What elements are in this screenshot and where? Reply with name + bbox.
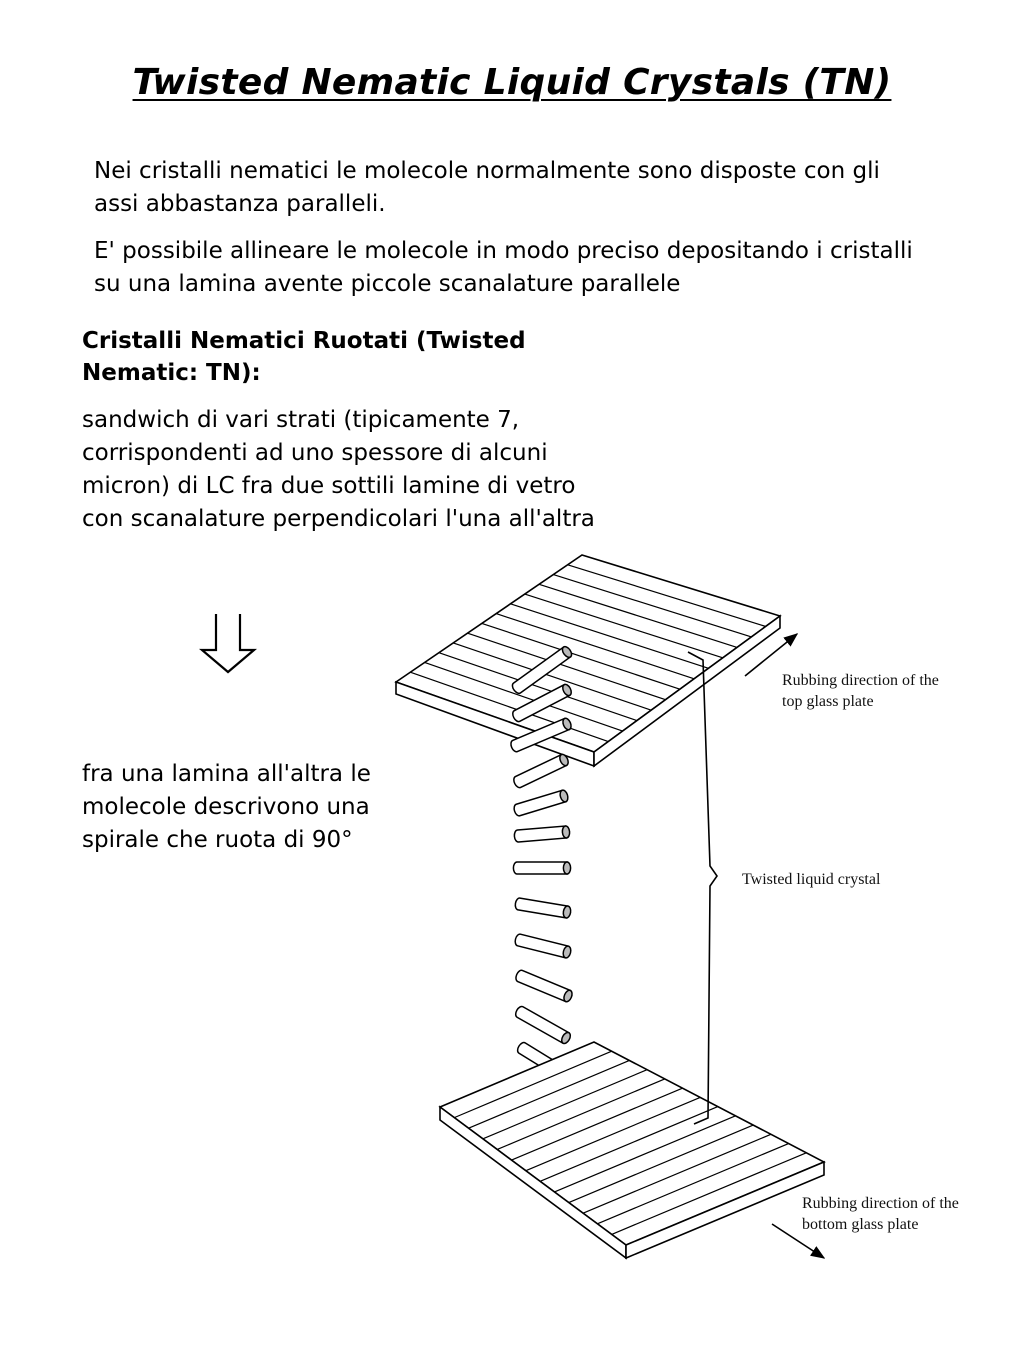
- molecule-rod: [514, 897, 572, 919]
- molecule-rod: [513, 825, 571, 843]
- label-bottom-line2: bottom glass plate: [802, 1216, 918, 1233]
- molecule-rod: [512, 861, 572, 875]
- spiral-description: fra una lamina all'altra le molecole des…: [82, 761, 371, 853]
- intro-paragraph-2: E' possibile allineare le molecole in mo…: [94, 238, 913, 297]
- groove-line: [611, 1152, 807, 1235]
- groove-line: [467, 632, 666, 701]
- label-middle: Twisted liquid crystal: [742, 871, 881, 888]
- top-glass-plate: [394, 554, 782, 768]
- label-top-line2: top glass plate: [782, 693, 874, 710]
- groove-line: [553, 573, 752, 638]
- label-bottom-line1: Rubbing direction of the: [802, 1195, 959, 1212]
- molecule-rod: [514, 1005, 572, 1045]
- groove-line: [468, 1059, 630, 1129]
- groove-line: [525, 1096, 701, 1172]
- page-title: Twisted Nematic Liquid Crystals (TN): [132, 62, 892, 103]
- groove-line: [438, 652, 638, 722]
- groove-line: [454, 1050, 612, 1119]
- groove-line: [510, 603, 709, 669]
- groove-line: [495, 613, 695, 680]
- groove-line: [424, 661, 623, 732]
- bottom-glass-plate: [438, 1041, 826, 1260]
- groove-line: [538, 583, 738, 648]
- groove-line: [539, 1106, 719, 1182]
- section-heading: Cristalli Nematici Ruotati (Twisted Nema…: [82, 328, 526, 386]
- groove-line: [524, 593, 723, 659]
- groove-line: [410, 671, 609, 743]
- molecule-rod: [514, 933, 572, 959]
- molecule-rod: [510, 717, 572, 753]
- groove-line: [453, 642, 652, 711]
- molecule-rod: [513, 789, 569, 817]
- twisted-nematic-diagram: Rubbing direction of the top glass plate…: [394, 554, 959, 1260]
- label-top-line1: Rubbing direction of the: [782, 672, 939, 689]
- groove-line: [482, 1069, 648, 1140]
- groove-line: [567, 564, 766, 628]
- groove-line: [554, 1115, 736, 1193]
- groove-line: [481, 622, 681, 690]
- molecule-rod: [515, 969, 573, 1003]
- intro-paragraph-1: Nei cristalli nematici le molecole norma…: [94, 158, 880, 217]
- groove-line: [568, 1124, 754, 1204]
- groove-line: [496, 1078, 666, 1151]
- thickness-bracket: [687, 651, 718, 1125]
- molecule-rod: [512, 683, 572, 723]
- molecule-rod: [511, 645, 573, 695]
- top-rubbing-arrow: [744, 633, 799, 677]
- groove-line: [582, 1133, 772, 1214]
- down-arrow-icon: [198, 614, 258, 674]
- bottom-rubbing-arrow: [771, 1223, 826, 1259]
- section-body: sandwich di vari strati (tipicamente 7, …: [82, 407, 595, 532]
- molecule-rod: [513, 753, 569, 789]
- groove-line: [597, 1142, 789, 1225]
- groove-line: [511, 1087, 683, 1161]
